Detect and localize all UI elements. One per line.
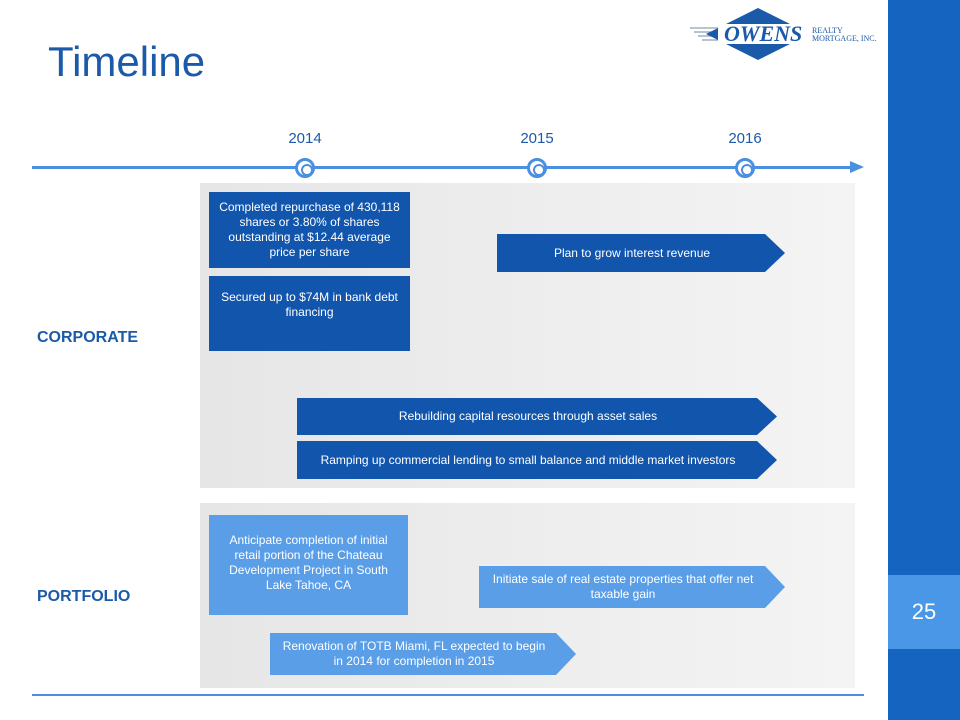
corporate-item-share-repurchase: Completed repurchase of 430,118 shares o… xyxy=(209,192,410,268)
corporate-item-asset-sales: Rebuilding capital resources through ass… xyxy=(297,398,777,435)
corporate-item-text: Completed repurchase of 430,118 shares o… xyxy=(219,200,400,259)
corporate-section-label: CORPORATE xyxy=(37,329,139,346)
timeline-axis xyxy=(32,166,852,169)
slide-title: Timeline xyxy=(48,38,206,85)
corporate-item-text: Rebuilding capital resources through ass… xyxy=(398,409,658,423)
corporate-item-text: Plan to grow interest revenue xyxy=(553,245,711,260)
timeline-arrow-head xyxy=(850,161,864,173)
portfolio-item-text: Renovation of TOTB Miami, FL expected to… xyxy=(282,639,546,668)
logo-name: OWENS xyxy=(724,21,802,46)
portfolio-item-property-sale: Initiate sale of real estate properties … xyxy=(479,566,785,608)
logo-tagline-2: MORTGAGE, INC. xyxy=(812,34,877,43)
year-label-2015: 2015 xyxy=(520,130,554,147)
portfolio-item-text: Anticipate completion of initial retail … xyxy=(229,533,388,592)
owens-logo: OWENS REALTY MORTGAGE, INC. xyxy=(690,8,877,60)
logo-tagline-1: REALTY xyxy=(812,26,843,35)
year-label-2014: 2014 xyxy=(288,130,322,147)
year-marker-2016 xyxy=(735,158,755,178)
corporate-item-bank-debt: Secured up to $74M in bank debt financin… xyxy=(209,276,410,351)
portfolio-item-chateau-development: Anticipate completion of initial retail … xyxy=(209,515,408,615)
year-marker-2014 xyxy=(295,158,315,178)
page-number: 25 xyxy=(888,575,960,649)
portfolio-section-label: PORTFOLIO xyxy=(37,588,131,605)
corporate-item-commercial-lending: Ramping up commercial lending to small b… xyxy=(297,441,777,479)
portfolio-item-totb-renovation: Renovation of TOTB Miami, FL expected to… xyxy=(270,633,576,675)
portfolio-item-text: Initiate sale of real estate properties … xyxy=(492,572,754,601)
corporate-item-text: Ramping up commercial lending to small b… xyxy=(320,452,736,467)
corporate-item-interest-revenue: Plan to grow interest revenue xyxy=(497,234,785,272)
year-marker-2015 xyxy=(527,158,547,178)
bottom-rule xyxy=(32,694,864,696)
year-label-2016: 2016 xyxy=(728,130,762,147)
corporate-item-text: Secured up to $74M in bank debt financin… xyxy=(221,290,398,319)
